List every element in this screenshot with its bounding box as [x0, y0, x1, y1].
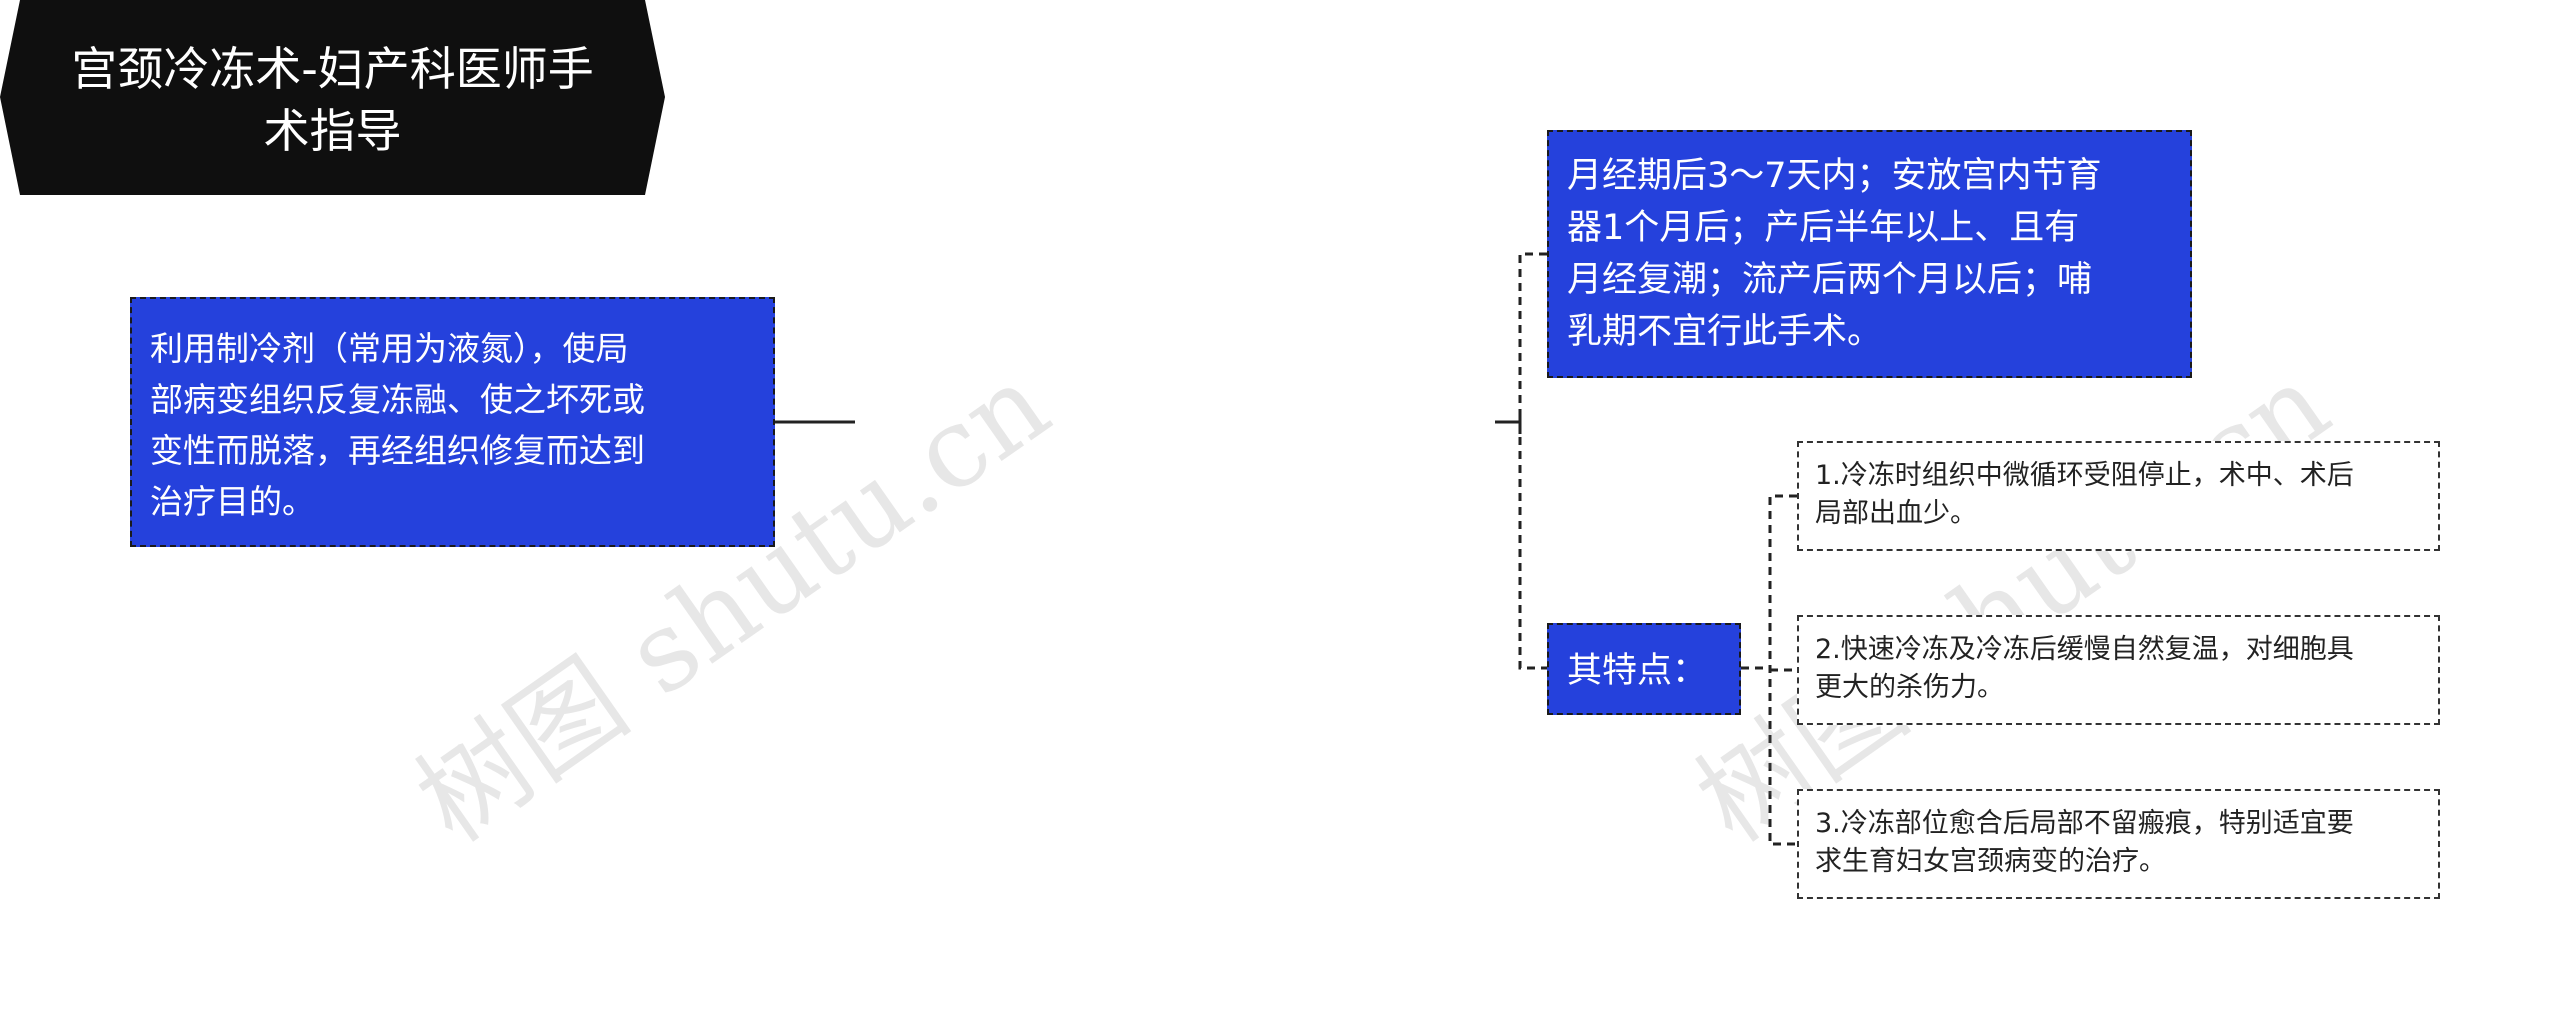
topic-features-label: 其特点：: [1567, 651, 1708, 691]
feature-item[interactable]: 1.冷冻时组织中微循环受阻停止，术中、术后 局部出血少。: [1797, 441, 2440, 551]
topic-definition[interactable]: 利用制冷剂（常用为液氮），使局 部病变组织反复冻融、使之坏死或 变性而脱落，再经…: [130, 297, 775, 547]
root-topic[interactable]: 宫颈冷冻术-妇产科医师手 术指导: [0, 0, 665, 195]
feature-item-text: 2.快速冷冻及冷冻后缓慢自然复温，对细胞具 更大的杀伤力。: [1815, 634, 2354, 703]
feature-item-text: 3.冷冻部位愈合后局部不留瘢痕，特别适宜要 求生育妇女宫颈病变的治疗。: [1815, 808, 2354, 877]
root-shape: [0, 0, 665, 195]
topic-features[interactable]: 其特点：: [1547, 623, 1741, 715]
topic-timing-text: 月经期后3～7天内；安放宫内节育 器1个月后；产后半年以上、且有 月经复潮；流产…: [1567, 156, 2102, 352]
feature-item-text: 1.冷冻时组织中微循环受阻停止，术中、术后 局部出血少。: [1815, 460, 2354, 529]
feature-item[interactable]: 3.冷冻部位愈合后局部不留瘢痕，特别适宜要 求生育妇女宫颈病变的治疗。: [1797, 789, 2440, 899]
topic-definition-text: 利用制冷剂（常用为液氮），使局 部病变组织反复冻融、使之坏死或 变性而脱落，再经…: [150, 329, 645, 521]
root-topic-label: 宫颈冷冻术-妇产科医师手 术指导: [71, 42, 594, 158]
topic-timing[interactable]: 月经期后3～7天内；安放宫内节育 器1个月后；产后半年以上、且有 月经复潮；流产…: [1547, 130, 2192, 378]
feature-item[interactable]: 2.快速冷冻及冷冻后缓慢自然复温，对细胞具 更大的杀伤力。: [1797, 615, 2440, 725]
connector-right-trunk: [1518, 252, 1547, 670]
